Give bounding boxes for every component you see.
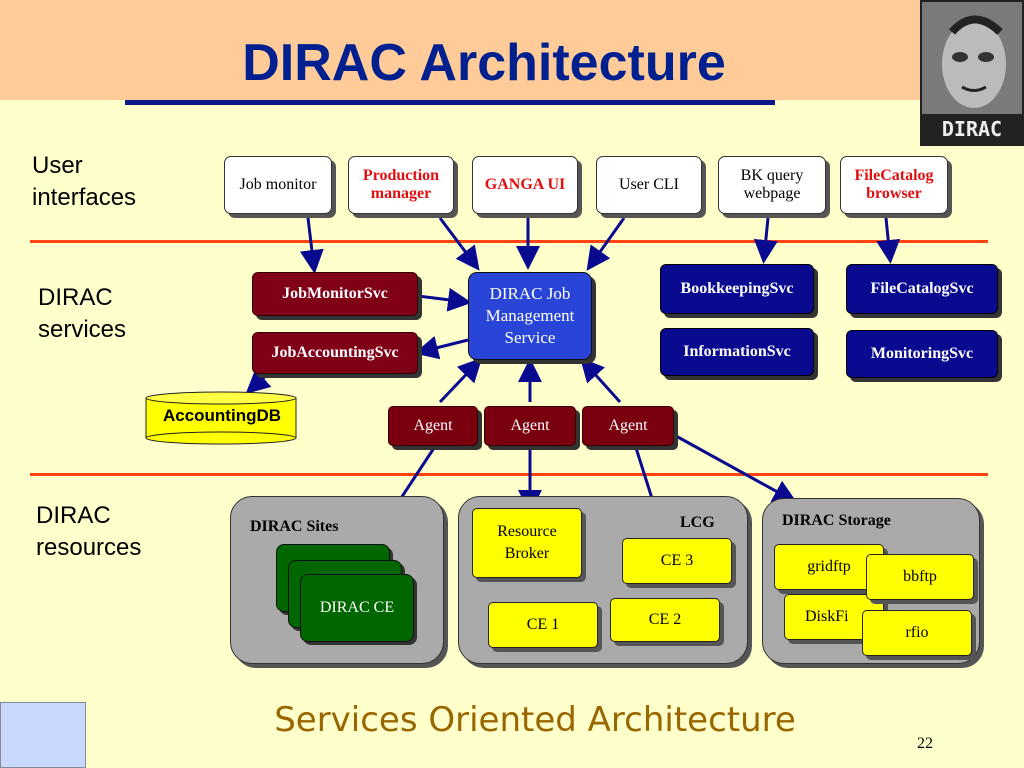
resource-broker: Resource Broker [472,508,582,578]
ui-label: User CLI [619,176,679,193]
panel-title-lcg: LCG [680,514,715,531]
ce-2: CE 2 [610,598,720,642]
svc-job-monitor: JobMonitorSvc [252,272,418,316]
page-number: 22 [917,735,933,752]
accounting-db-cylinder: AccountingDB [144,390,300,446]
header-band [0,0,1024,100]
divider-top [30,240,988,243]
ce-3: CE 3 [622,538,732,584]
footer-caption: Services Oriented Architecture [274,700,796,740]
panel-title-dirac-sites: DIRAC Sites [250,518,339,535]
section-label-dirac-services: DIRAC services [38,284,127,343]
svc-job-accounting: JobAccountingSvc [252,332,418,374]
title-underline [125,100,775,105]
ui-label: GANGA UI [484,176,566,193]
ui-production-manager: Production manager [348,156,454,214]
ui-label: BK query webpage [740,167,804,202]
storage-rfio: rfio [862,610,972,656]
agent-1: Agent [388,406,478,446]
svc-monitoring: MonitoringSvc [846,330,998,378]
storage-bbftp: bbftp [866,554,974,600]
ce-1: CE 1 [488,602,598,648]
ui-filecatalog-browser: FileCatalog browser [840,156,948,214]
svc-bookkeeping: BookkeepingSvc [660,264,814,314]
dirac-portrait-image: DIRAC [920,0,1024,146]
ui-label: FileCatalog browser [854,167,934,202]
section-label-dirac-resources: DIRAC resources [36,502,142,561]
ui-bk-query: BK query webpage [718,156,826,214]
storage-gridftp: gridftp [774,544,884,590]
agent-2: Agent [484,406,576,446]
svc-file-catalog: FileCatalogSvc [846,264,998,314]
ui-job-monitor: Job monitor [224,156,332,214]
ui-ganga: GANGA UI [472,156,578,214]
photo-caption: DIRAC [942,117,1002,141]
section-label-user-interfaces: User interfaces [32,152,137,211]
ui-label: Production manager [362,167,440,202]
slide-title: DIRAC Architecture [242,34,726,92]
lhcb-logo [0,702,86,768]
divider-bottom [30,473,988,476]
ui-user-cli: User CLI [596,156,702,214]
svc-information: InformationSvc [660,328,814,376]
svc-job-management: DIRAC Job Management Service [468,272,592,360]
agent-3: Agent [582,406,674,446]
ui-label: Job monitor [239,176,317,193]
dirac-ce: DIRAC CE [300,574,414,642]
accounting-db-label: AccountingDB [162,406,282,425]
panel-title-dirac-storage: DIRAC Storage [782,512,891,529]
